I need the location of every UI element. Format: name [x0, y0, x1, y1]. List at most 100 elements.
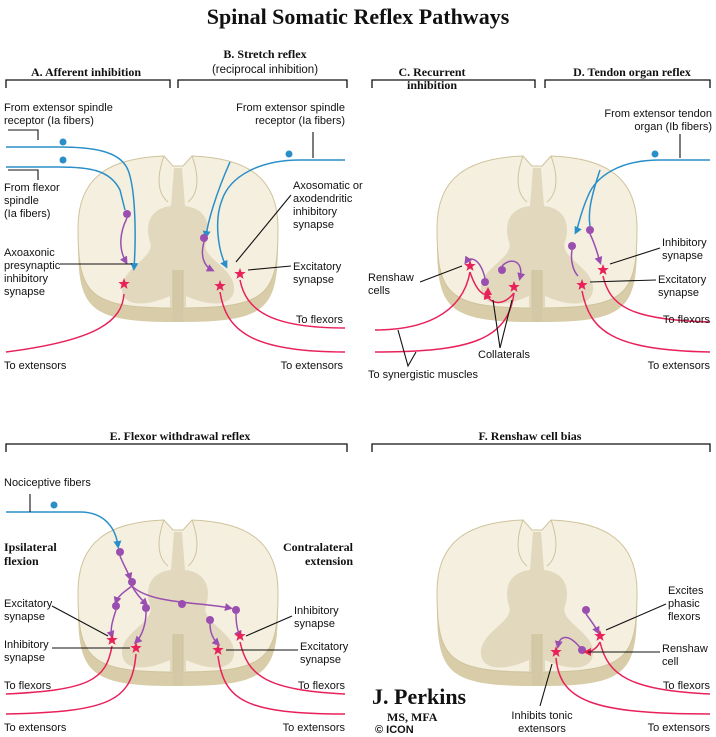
e-interneuron-4 — [142, 604, 150, 612]
e-interneuron-6 — [206, 616, 214, 624]
e-axon-r1 — [209, 623, 221, 647]
b-interneuron-axon — [201, 241, 215, 272]
b-interneuron — [200, 234, 208, 242]
d-flexor-motor — [597, 264, 609, 275]
d-to-flexors — [602, 275, 711, 323]
c-renshaw-axon-left — [464, 255, 486, 279]
cord-cd — [436, 155, 638, 322]
panel-b-subheader: (reciprocal inhibition) — [211, 64, 319, 76]
d-afferent — [574, 159, 710, 235]
c-renshaw-left — [481, 278, 489, 286]
b-axosomatic-leader — [235, 194, 292, 263]
d-afferent-branch — [588, 169, 601, 227]
d-excitatory-leader — [589, 279, 657, 283]
c-motor-axon-left — [374, 271, 471, 331]
c-renshaw-leader — [419, 265, 463, 283]
c-collateral-leader-2 — [499, 299, 513, 349]
panel-b-header: B. Stretch reflex — [223, 47, 307, 61]
a-flex-afferent — [6, 166, 126, 211]
a-interneuron — [123, 210, 131, 218]
header-brackets — [5, 79, 711, 452]
c-collateral-leader-1 — [492, 299, 501, 349]
label-f-to-flexors: To flexors — [662, 680, 710, 692]
b-flexor-motor — [234, 268, 246, 279]
panel-d-header: D. Tendon organ reflex — [573, 65, 691, 79]
label-c-synergistic: To synergistic muscles — [368, 369, 479, 381]
d-interneuron-axon-2 — [570, 249, 579, 277]
f-collateral — [583, 641, 601, 656]
label-e-to-flexors-r: To flexors — [297, 680, 345, 692]
b-to-extensors — [219, 291, 346, 353]
e-axon-inh-l — [133, 611, 147, 645]
b-extensor-motor — [214, 280, 226, 291]
c-motor-left — [464, 260, 476, 271]
e-inhibitory-leader-r — [245, 615, 293, 637]
b-afferent-ending — [285, 150, 293, 158]
d-interneuron-1 — [586, 226, 594, 234]
label-e-nociceptive: Nociceptive fibers — [4, 477, 91, 489]
label-b-to-extensors: To extensors — [280, 360, 343, 372]
e-interneuron-1 — [116, 548, 124, 556]
e-interneuron-7 — [232, 606, 240, 614]
panel-f-header: F. Renshaw cell bias — [478, 429, 582, 443]
e-to-flexors-r — [239, 641, 346, 695]
e-interneuron-2 — [128, 578, 136, 586]
label-c-collaterals: Collaterals — [478, 349, 530, 361]
e-to-flexors-l — [5, 645, 113, 695]
f-to-extensors — [555, 657, 711, 715]
e-interneuron-3 — [112, 602, 120, 610]
e-interneuron-5 — [178, 600, 186, 608]
label-d-to-flexors: To flexors — [662, 314, 710, 326]
e-to-extensors-r — [217, 655, 346, 715]
c-renshaw-right — [498, 266, 506, 274]
signature-name: J. Perkins — [372, 684, 467, 709]
panel-e-header: E. Flexor withdrawal reflex — [109, 429, 251, 443]
label-a-to-extensors: To extensors — [4, 360, 67, 372]
a-interneuron-axon — [120, 217, 128, 265]
label-e-to-extensors-r: To extensors — [282, 722, 345, 734]
e-afferent — [6, 511, 122, 549]
f-interneuron — [582, 606, 590, 614]
a-ext-afferent-ending — [59, 138, 67, 146]
e-axon-exc-l — [106, 609, 117, 639]
cord-ab — [77, 155, 279, 322]
label-e-to-extensors-l: To extensors — [4, 722, 67, 734]
e-flexor-motor-l — [106, 634, 118, 645]
a-ext-afferent — [6, 146, 139, 271]
e-afferent-ending — [50, 501, 58, 509]
b-excitatory-leader — [247, 265, 292, 271]
d-interneuron-2 — [568, 242, 576, 250]
e-interneuron-axon-1 — [119, 555, 133, 581]
a-ext-leader — [8, 129, 39, 140]
d-to-extensors — [581, 290, 711, 353]
e-interneuron-axon-2 — [113, 585, 133, 605]
label-e-to-flexors-l: To flexors — [4, 680, 52, 692]
a-flex-afferent-ending — [59, 156, 67, 164]
signature-copyright: © ICON — [375, 724, 414, 736]
e-to-extensors-l — [5, 653, 137, 715]
c-collateral-right — [483, 291, 515, 304]
d-afferent-ending — [651, 150, 659, 158]
a-flex-leader — [8, 169, 39, 180]
d-interneuron-axon-1 — [589, 233, 603, 265]
signature-credentials: MS, MFA — [387, 710, 438, 724]
f-interneuron-axon — [585, 613, 600, 635]
f-flexor-motor — [594, 630, 606, 641]
f-extensor-motor — [550, 646, 562, 657]
